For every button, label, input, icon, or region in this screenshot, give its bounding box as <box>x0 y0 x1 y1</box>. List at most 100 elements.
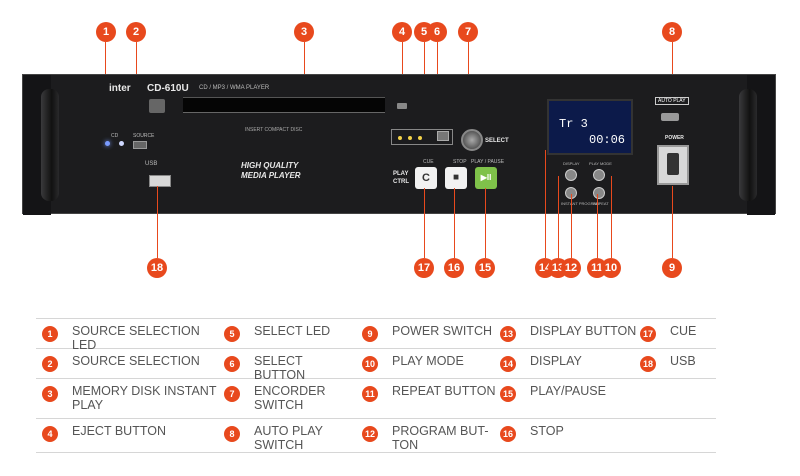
cue-label: CUE <box>423 159 434 165</box>
legend-divider <box>36 378 716 379</box>
callout-3: 3 <box>294 22 314 42</box>
auto-play-label: AUTO PLAY <box>655 97 689 105</box>
power-rocker <box>667 153 679 175</box>
power-label: POWER <box>665 135 684 141</box>
legend-text: DISPLAY BUTTON <box>530 324 637 338</box>
select-led-panel <box>391 129 453 145</box>
insert-disc-label: INSERT COMPACT DISC <box>245 127 303 133</box>
legend-num: 18 <box>640 356 656 372</box>
leader-16 <box>454 188 455 258</box>
select-button[interactable] <box>437 131 449 141</box>
leader-4 <box>402 42 403 102</box>
play-mode-label: PLAY MODE <box>589 161 612 166</box>
front-panel: inter CD-610U CD / MP3 / WMA PLAYER INSE… <box>22 74 776 215</box>
stop-label: STOP <box>453 159 467 165</box>
usb-port[interactable] <box>149 175 171 187</box>
legend-divider <box>36 348 716 349</box>
source-selection-button[interactable] <box>133 141 147 149</box>
legend-text: STOP <box>530 424 564 438</box>
callout-10: 10 <box>601 258 621 278</box>
tagline-line2: MEDIA PLAYER <box>241 171 301 180</box>
legend-text: SOURCE SELECTION LED <box>72 324 200 352</box>
callout-17: 17 <box>414 258 434 278</box>
legend-text: MEMORY DISK INSTANT PLAY <box>72 384 217 412</box>
leader-12 <box>571 194 572 258</box>
legend-text: SOURCE SELECTION <box>72 354 200 368</box>
legend-num: 4 <box>42 426 58 442</box>
legend-item-17: 17 CUE <box>640 324 716 342</box>
eject-button[interactable] <box>397 103 407 109</box>
stop-button[interactable]: ■ <box>445 167 467 189</box>
legend-item-2: 2 SOURCE SELECTION <box>42 354 222 372</box>
legend-num: 10 <box>362 356 378 372</box>
lcd-display: Tr 3 00:06 <box>547 99 633 155</box>
cd-logo-icon <box>149 99 165 113</box>
right-handle[interactable] <box>739 89 757 201</box>
legend-num: 7 <box>224 386 240 402</box>
callout-8: 8 <box>662 22 682 42</box>
leader-3 <box>304 42 305 94</box>
legend-num: 2 <box>42 356 58 372</box>
legend-text: DISPLAY <box>530 354 582 368</box>
left-handle[interactable] <box>41 89 59 201</box>
repeat-label: REPEAT <box>593 201 609 206</box>
play-pause-button[interactable]: ▶II <box>475 167 497 189</box>
callout-18: 18 <box>147 258 167 278</box>
power-switch[interactable] <box>657 145 689 185</box>
legend-divider <box>36 418 716 419</box>
source-led-cd <box>119 141 124 146</box>
left-rack-ear <box>23 75 59 215</box>
leader-10 <box>611 176 612 258</box>
callout-15: 15 <box>475 258 495 278</box>
instant-program-label: INSTANT PROGRAM <box>561 201 600 206</box>
legend-num: 3 <box>42 386 58 402</box>
legend-num: 8 <box>224 426 240 442</box>
legend-item-3: 3 MEMORY DISK INSTANT PLAY <box>42 384 222 412</box>
leader-9 <box>672 186 673 258</box>
legend-num: 12 <box>362 426 378 442</box>
source-led-label: CD <box>111 133 119 139</box>
callout-6: 6 <box>427 22 447 42</box>
model-subtitle: CD / MP3 / WMA PLAYER <box>199 85 270 91</box>
legend-divider <box>36 452 716 453</box>
callout-7: 7 <box>458 22 478 42</box>
play-mode-button[interactable] <box>593 169 605 181</box>
encoder-knob[interactable] <box>461 129 483 151</box>
legend-item-4: 4 EJECT BUTTON <box>42 424 222 442</box>
legend-text: SELECT BUTTON <box>254 354 306 382</box>
play-pause-label: PLAY / PAUSE <box>471 159 505 165</box>
legend-text: POWER SWITCH <box>392 324 492 338</box>
select-led-1 <box>398 136 402 140</box>
callout-12: 12 <box>561 258 581 278</box>
cd-slot[interactable] <box>183 97 385 113</box>
legend-item-13: 13 DISPLAY BUTTON <box>500 324 640 342</box>
model-name: CD-610U <box>147 83 189 94</box>
legend-num: 1 <box>42 326 58 342</box>
legend-num: 13 <box>500 326 516 342</box>
legend-num: 11 <box>362 386 378 402</box>
legend-text: USB <box>670 354 696 368</box>
legend-text: EJECT BUTTON <box>72 424 166 438</box>
display-button[interactable] <box>565 169 577 181</box>
source-button-label: SOURCE <box>133 133 155 139</box>
leader-17 <box>424 188 425 258</box>
select-led-3 <box>418 136 422 140</box>
legend-text: PLAY/PAUSE <box>530 384 606 398</box>
leader-13 <box>558 176 559 258</box>
cue-button[interactable]: C <box>415 167 437 189</box>
legend-text: CUE <box>670 324 697 338</box>
repeat-button[interactable] <box>593 187 605 199</box>
legend-num: 17 <box>640 326 656 342</box>
auto-play-switch[interactable] <box>661 113 679 121</box>
right-rack-ear <box>739 75 775 215</box>
